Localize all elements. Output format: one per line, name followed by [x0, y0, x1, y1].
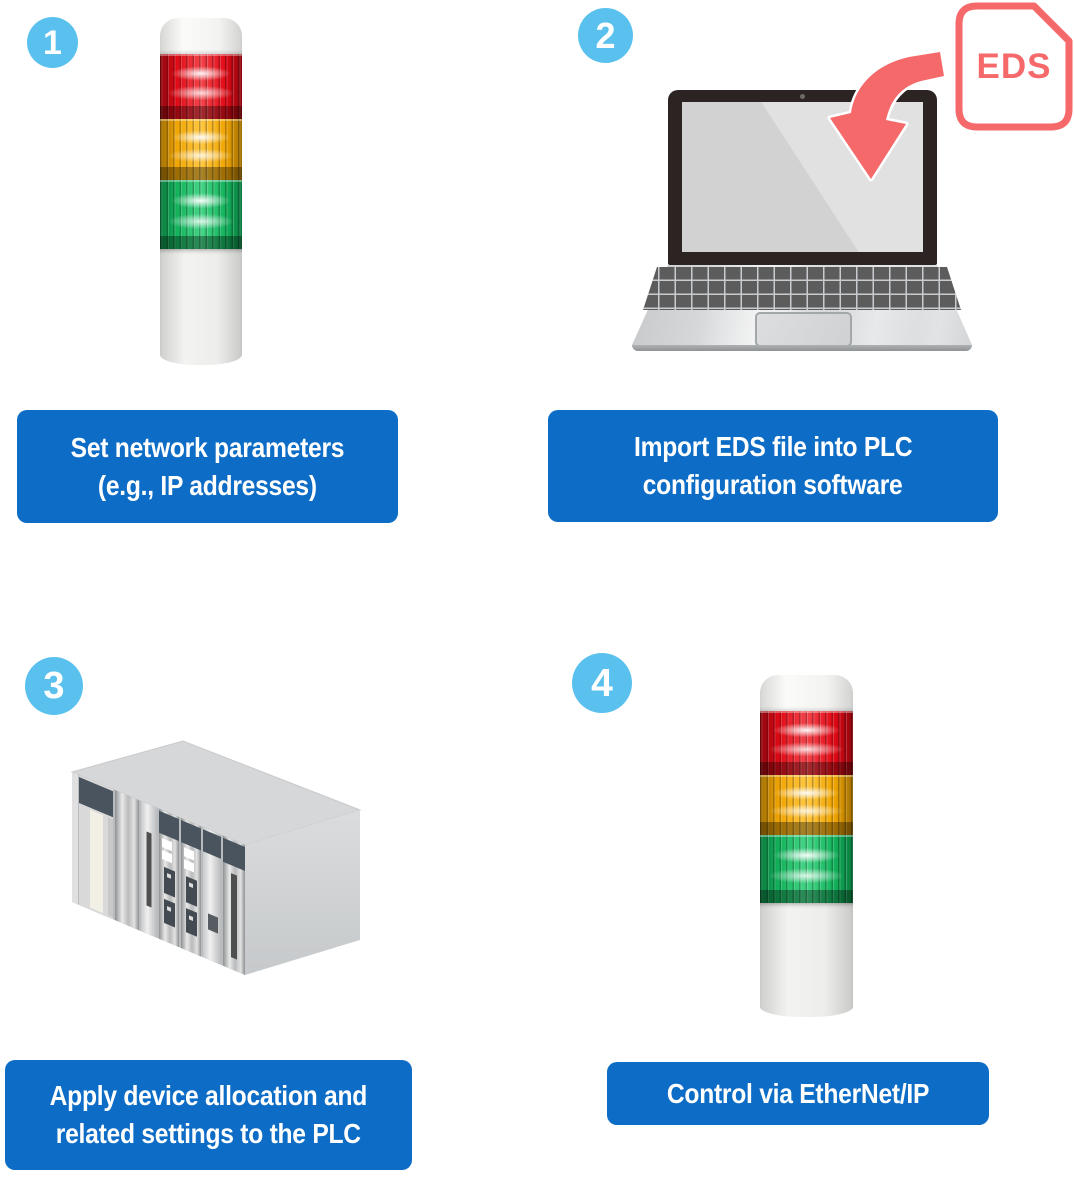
- step-4-caption: Control via EtherNet/IP: [607, 1062, 989, 1125]
- tower-cap: [760, 675, 853, 711]
- caption-line: Control via EtherNet/IP: [666, 1077, 930, 1109]
- caption-line: related settings to the PLC: [55, 1118, 362, 1149]
- tower-green-lens: [160, 180, 242, 250]
- step-4-number-badge: 4: [572, 653, 632, 713]
- tower-amber-lens: [160, 119, 242, 181]
- tower-amber-lens: [760, 774, 853, 836]
- import-arrow-icon: [827, 49, 947, 182]
- eds-file-label: EDS: [977, 47, 1052, 86]
- signal-tower-icon-step4: [760, 675, 853, 1017]
- caption-line: Apply device allocation and: [49, 1080, 368, 1112]
- step-1-number: 1: [43, 23, 62, 62]
- eds-file-icon: [955, 2, 1073, 131]
- step-3-number-badge: 3: [25, 657, 83, 715]
- caption-line: configuration software: [643, 469, 903, 500]
- caption-line: (e.g., IP addresses): [98, 469, 317, 501]
- step-1-caption: Set network parameters (e.g., IP address…: [17, 410, 398, 523]
- laptop-bottom-edge: [632, 345, 972, 351]
- step-2-number-badge: 2: [578, 8, 633, 63]
- webcam-dot-icon: [799, 94, 805, 99]
- step-1-number-badge: 1: [27, 17, 78, 68]
- caption-line: Import EDS file into PLC: [633, 431, 913, 463]
- step-4-number: 4: [591, 661, 613, 705]
- plc-front-face: [72, 772, 245, 976]
- step-2-caption: Import EDS file into PLC configuration s…: [548, 410, 998, 522]
- plc-right-face: [245, 810, 360, 975]
- tower-base: [760, 903, 853, 1017]
- plc-icon: [70, 740, 362, 976]
- step-3-caption: Apply device allocation and related sett…: [5, 1060, 412, 1170]
- step-3-number: 3: [43, 665, 65, 707]
- tower-base: [160, 249, 242, 365]
- laptop-trackpad: [755, 312, 852, 347]
- tower-red-lens: [160, 54, 242, 120]
- tower-cap: [160, 18, 242, 55]
- signal-tower-icon-step1: [160, 18, 242, 365]
- tower-green-lens: [760, 835, 853, 904]
- eds-import-overlay: EDS: [827, 2, 1073, 182]
- caption-line: Set network parameters: [70, 431, 345, 463]
- laptop-keyboard: [643, 267, 961, 310]
- step-2-number: 2: [595, 14, 616, 56]
- tower-red-lens: [760, 710, 853, 775]
